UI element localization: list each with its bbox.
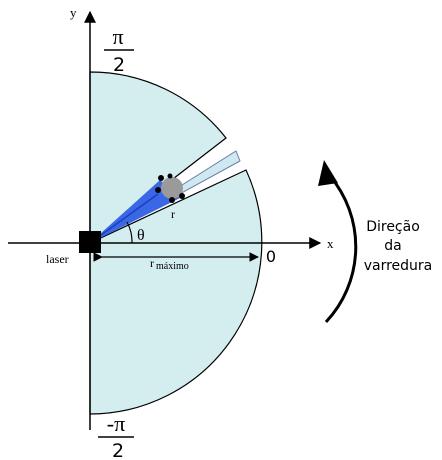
theta-arc bbox=[126, 221, 133, 244]
scan-direction-arc bbox=[324, 175, 358, 324]
direction-line-1: Direção bbox=[366, 219, 420, 235]
detected-object bbox=[155, 173, 185, 203]
object-body bbox=[161, 177, 183, 199]
laser-label: laser bbox=[46, 252, 69, 266]
angle-bottom-denominator: 2 bbox=[112, 440, 124, 460]
direction-line-2: da bbox=[384, 238, 401, 254]
theta-label: θ bbox=[137, 227, 145, 244]
direction-line-3: varredura bbox=[364, 258, 433, 274]
r-max-sub: máximo bbox=[156, 261, 189, 272]
x-axis-label: x bbox=[327, 236, 334, 251]
object-mark-5 bbox=[167, 173, 173, 179]
r-label: r bbox=[171, 207, 175, 221]
object-mark-2 bbox=[179, 193, 185, 199]
object-mark-3 bbox=[155, 187, 161, 193]
object-mark-1 bbox=[158, 175, 164, 181]
angle-bottom-numerator: -π bbox=[107, 411, 125, 436]
angle-top-denominator: 2 bbox=[113, 54, 125, 76]
r-max-main: r bbox=[150, 256, 154, 270]
angle-top-numerator: π bbox=[112, 24, 123, 49]
zero-label: 0 bbox=[266, 247, 276, 266]
y-axis-label: y bbox=[70, 5, 77, 20]
scan-direction-arrowhead bbox=[318, 160, 338, 186]
laser-box bbox=[79, 231, 101, 253]
object-mark-4 bbox=[169, 197, 175, 203]
laser-beam-line bbox=[89, 193, 159, 244]
